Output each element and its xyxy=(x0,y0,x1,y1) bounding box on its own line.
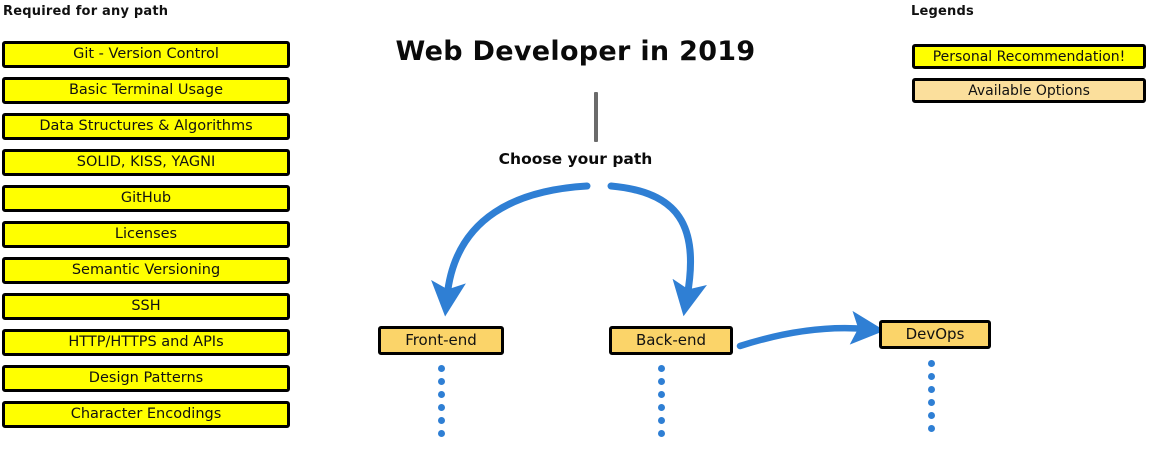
required-topic-label: SOLID, KISS, YAGNI xyxy=(76,154,216,171)
trail-dot xyxy=(438,430,445,437)
required-topic-item[interactable]: Design Patterns xyxy=(2,365,290,392)
arrow-backend-to-devops xyxy=(736,310,885,350)
trail-dot xyxy=(438,378,445,385)
trail-dot xyxy=(658,430,665,437)
required-topic-label: Basic Terminal Usage xyxy=(68,82,224,99)
trail-dot xyxy=(438,391,445,398)
required-topic-label: Licenses xyxy=(114,226,178,243)
trail-dot xyxy=(658,365,665,372)
legend-item-label: Personal Recommendation! xyxy=(932,48,1126,65)
trail-dot xyxy=(658,417,665,424)
trail-dot xyxy=(928,373,935,380)
required-topic-item[interactable]: Data Structures & Algorithms xyxy=(2,113,290,140)
trail-dot xyxy=(438,404,445,411)
arrow-choose-to-frontend xyxy=(431,182,591,317)
legends-section-heading: Legends xyxy=(911,4,974,19)
required-topic-label: Design Patterns xyxy=(88,370,204,387)
trail-dot xyxy=(928,360,935,367)
required-topic-label: GitHub xyxy=(120,190,172,207)
required-topics-list: Git - Version Control Basic Terminal Usa… xyxy=(2,41,290,437)
required-topic-item[interactable]: SSH xyxy=(2,293,290,320)
path-node-label: Back-end xyxy=(635,331,707,349)
required-topic-item[interactable]: HTTP/HTTPS and APIs xyxy=(2,329,290,356)
path-node-label: Front-end xyxy=(405,331,477,349)
required-topic-label: Character Encodings xyxy=(70,406,222,423)
required-topic-item[interactable]: Semantic Versioning xyxy=(2,257,290,284)
required-topic-item[interactable]: Character Encodings xyxy=(2,401,290,428)
required-topic-label: Data Structures & Algorithms xyxy=(39,118,253,135)
trail-dot xyxy=(928,386,935,393)
trail-dot xyxy=(658,404,665,411)
path-node-devops[interactable]: DevOps xyxy=(879,320,991,349)
choose-path-label: Choose your path xyxy=(0,150,1149,168)
trail-dot xyxy=(438,417,445,424)
page-title: Web Developer in 2019 xyxy=(0,36,1149,67)
required-topic-item[interactable]: Git - Version Control xyxy=(2,41,290,68)
legend-item-label: Available Options xyxy=(968,82,1090,99)
dot-trail-devops xyxy=(928,360,935,438)
path-node-label: DevOps xyxy=(905,325,965,343)
dot-trail-backend xyxy=(658,365,665,443)
required-topic-item[interactable]: SOLID, KISS, YAGNI xyxy=(2,149,290,176)
required-section-heading: Required for any path xyxy=(3,4,169,19)
required-topic-item[interactable]: Basic Terminal Usage xyxy=(2,77,290,104)
required-topic-label: Semantic Versioning xyxy=(71,262,221,279)
legends-list: Personal Recommendation! Available Optio… xyxy=(912,44,1146,112)
trail-dot xyxy=(928,399,935,406)
legend-item-personal-recommendation: Personal Recommendation! xyxy=(912,44,1146,69)
trail-dot xyxy=(928,412,935,419)
arrow-choose-to-backend xyxy=(607,182,707,317)
required-topic-label: SSH xyxy=(131,298,161,315)
trail-dot xyxy=(658,378,665,385)
required-topic-item[interactable]: GitHub xyxy=(2,185,290,212)
required-topic-label: Git - Version Control xyxy=(73,46,219,63)
required-topic-label: HTTP/HTTPS and APIs xyxy=(68,334,224,351)
trail-dot xyxy=(438,365,445,372)
choose-path-text: Choose your path xyxy=(498,150,653,168)
path-node-backend[interactable]: Back-end xyxy=(609,326,733,355)
legend-item-available-options: Available Options xyxy=(912,78,1146,103)
dot-trail-frontend xyxy=(438,365,445,443)
path-node-frontend[interactable]: Front-end xyxy=(378,326,504,355)
required-topic-item[interactable]: Licenses xyxy=(2,221,290,248)
trail-dot xyxy=(658,391,665,398)
trail-dot xyxy=(928,425,935,432)
trunk-connector-line xyxy=(594,92,598,142)
page-title-text: Web Developer in 2019 xyxy=(395,36,756,67)
